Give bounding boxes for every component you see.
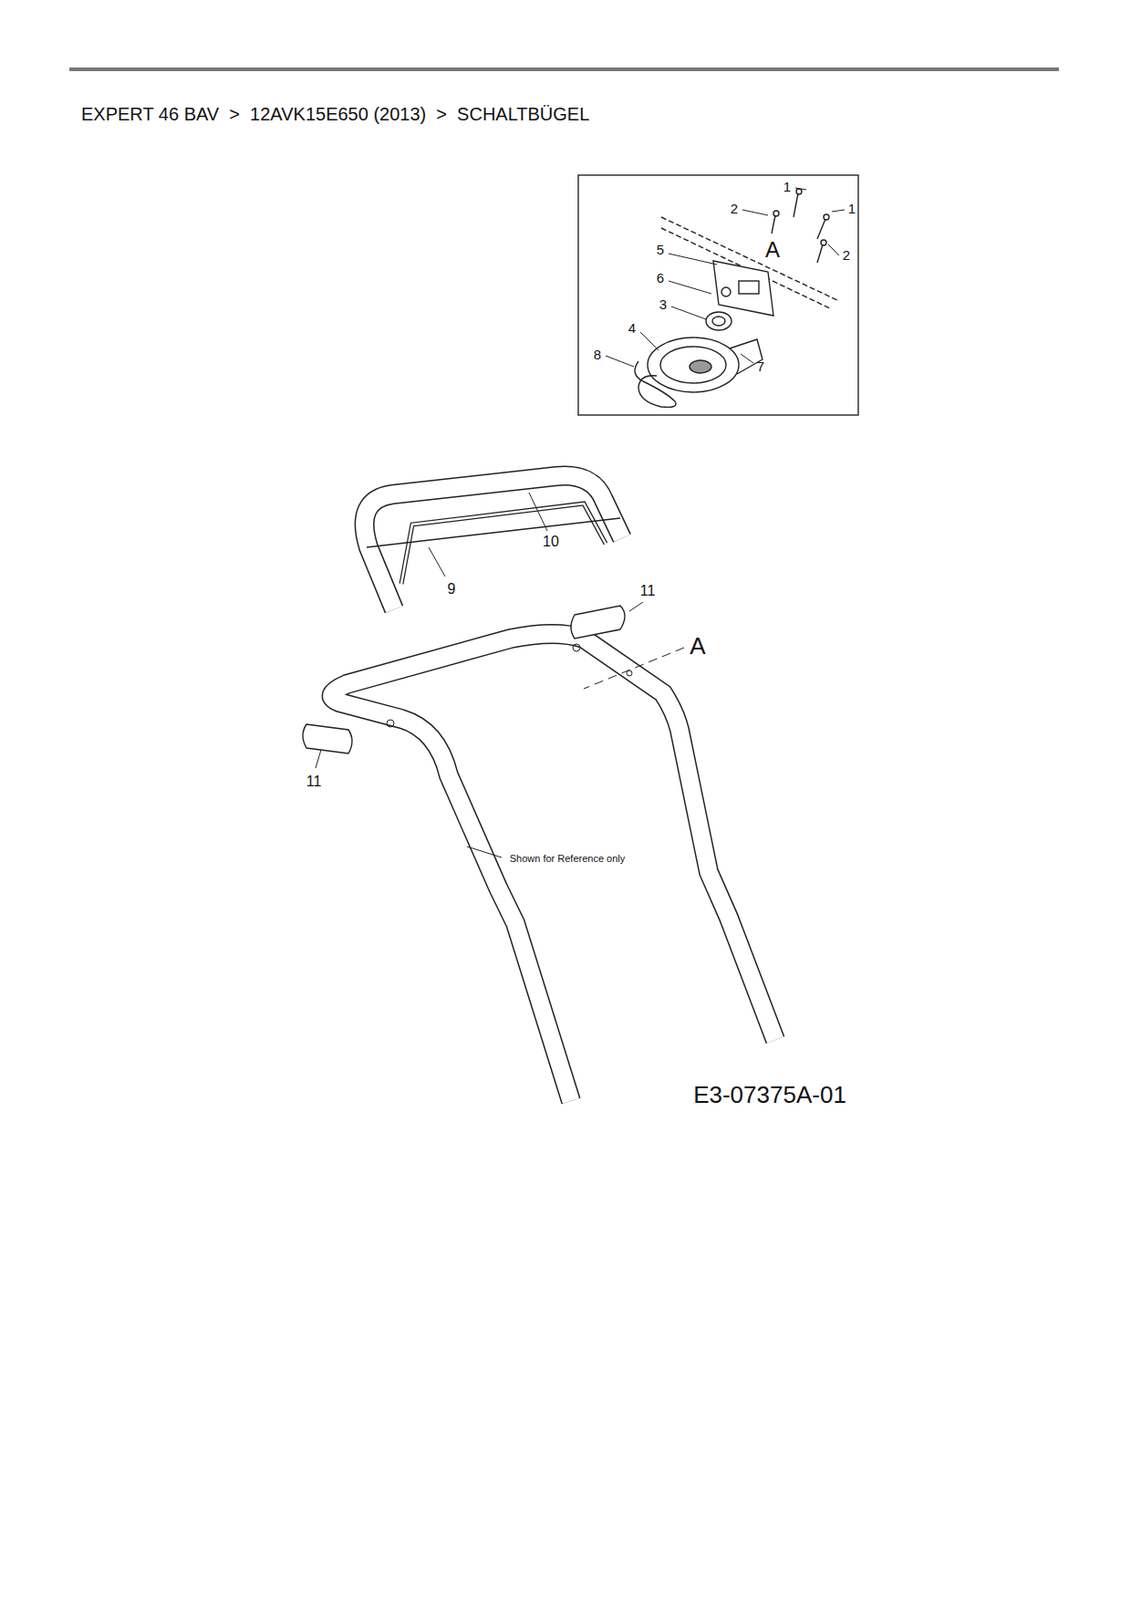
- upper-handle: [364, 476, 623, 610]
- callout-number: 1: [783, 179, 791, 196]
- callout-number: 4: [628, 321, 636, 337]
- callout-number: 2: [730, 201, 738, 218]
- page-title: EXPERT 46 BAV > 12AVK15E650 (2013) > SCH…: [81, 103, 590, 125]
- callout-number: 7: [757, 359, 765, 375]
- callout-number: 9: [447, 581, 457, 598]
- callout-number: 1: [848, 201, 856, 218]
- callout-number: 10: [542, 533, 560, 550]
- header-rule: [69, 67, 1059, 72]
- inset-frame: [578, 175, 859, 416]
- callout-number: 5: [656, 242, 665, 259]
- callout-number: 3: [659, 297, 667, 313]
- callout-number: A: [765, 238, 780, 262]
- callout-number: A: [689, 632, 706, 660]
- callout-number: 11: [306, 773, 322, 790]
- callout-number: 6: [656, 270, 665, 287]
- lower-handle: [332, 633, 776, 1101]
- inset-leader-lines: [605, 187, 845, 367]
- clamps: [302, 605, 625, 754]
- callout-number: 2: [842, 248, 851, 264]
- callout-number: 8: [593, 347, 602, 364]
- drawing-number: E3-07375A-01: [693, 1081, 847, 1109]
- leader-lines: [315, 492, 685, 858]
- callout-number: 11: [640, 582, 656, 600]
- inset-parts: [634, 188, 840, 407]
- note: Shown for Reference only: [509, 852, 626, 864]
